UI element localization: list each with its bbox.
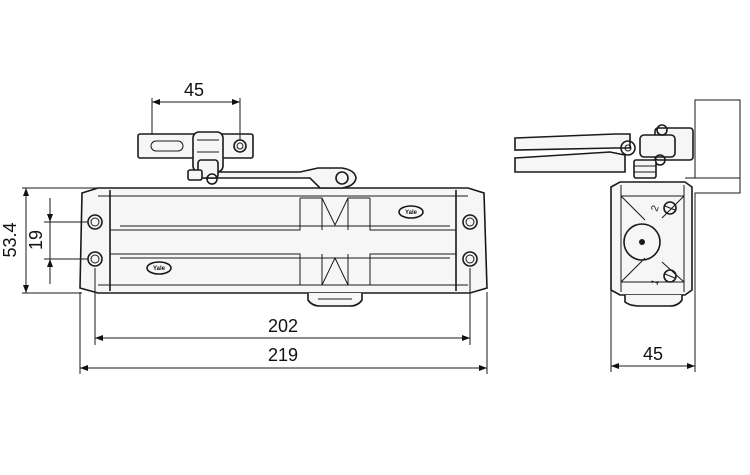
side-pinion	[633, 159, 657, 179]
dim-label-side-depth: 45	[643, 344, 663, 364]
door-frame	[694, 99, 741, 179]
front-view: Yale Yale	[0, 80, 488, 374]
arm-bracket	[137, 131, 254, 185]
svg-text:Yale: Yale	[153, 266, 166, 272]
valve-label-2: 2	[649, 204, 661, 213]
dim-side-depth: 45	[610, 290, 696, 372]
side-body-outline	[610, 181, 693, 296]
wall-section	[685, 177, 741, 345]
dim-body-height: 53.4	[0, 187, 110, 294]
dim-bracket-width: 45	[151, 80, 241, 140]
side-bottom-cap	[624, 295, 683, 307]
side-diagonal-cut	[620, 195, 685, 283]
side-view: 2 1 45	[514, 99, 741, 372]
side-valve-ring	[623, 223, 661, 261]
dim-inner-length: 202	[94, 268, 471, 345]
dim-label-overall-length: 219	[268, 345, 298, 365]
svg-text:Yale: Yale	[405, 210, 418, 216]
logo-badge-front: Yale	[146, 261, 172, 275]
side-arm-lower	[514, 151, 626, 173]
dim-label-inner-length: 202	[268, 316, 298, 336]
closer-body-outline	[79, 187, 488, 294]
dim-label-hole-spacing: 19	[26, 230, 46, 250]
closer-arm	[204, 167, 357, 189]
dim-label-bracket-width: 45	[184, 80, 204, 100]
valve-screw-2	[663, 201, 677, 215]
dim-overall-length: 219	[79, 292, 488, 374]
mount-hole-top-right	[462, 214, 478, 230]
logo-badge-back: Yale	[398, 205, 424, 219]
dim-hole-spacing: 19	[26, 198, 88, 284]
valve-screw-1	[663, 269, 677, 283]
arm-pivot	[335, 171, 349, 185]
side-arm-pivot-small	[624, 144, 632, 152]
side-arm-upper	[514, 133, 631, 151]
dim-label-body-height: 53.4	[0, 222, 20, 257]
mount-hole-bottom-right	[462, 251, 478, 267]
side-frame-bracket	[639, 124, 694, 166]
side-arm-pivot	[620, 140, 636, 156]
valve-label-1: 1	[649, 278, 661, 287]
side-valve-center	[639, 239, 645, 245]
